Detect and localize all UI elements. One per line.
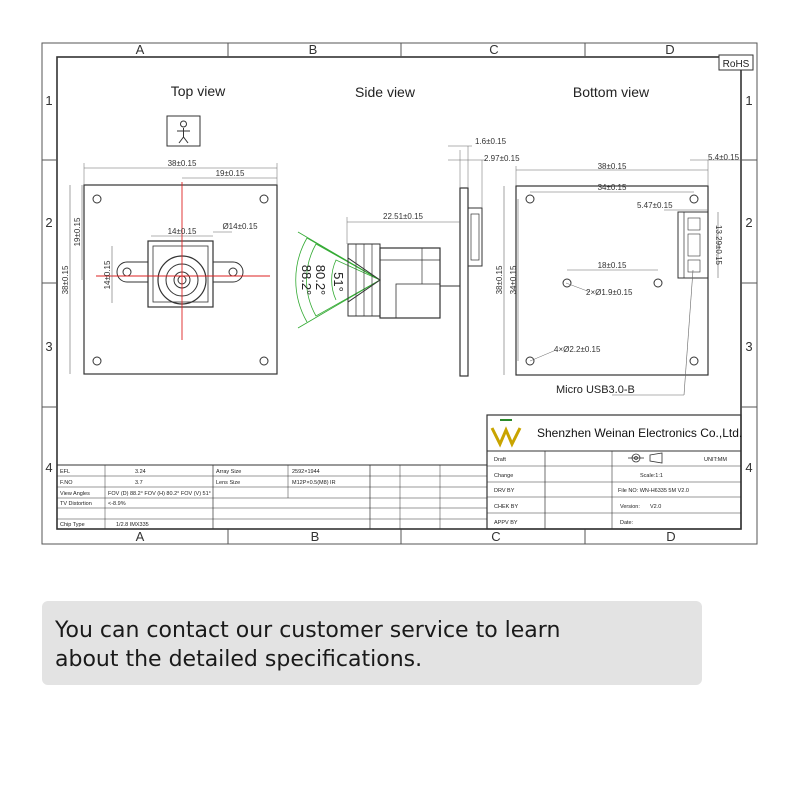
technical-drawing: A B C D A B C D 1 2 3 4 1 2 3 4 RoHS Top…	[41, 42, 758, 545]
spec-efl-key: EFL	[60, 469, 70, 475]
bottom-pcb-outline	[515, 185, 709, 376]
spec-tv-distortion-key: TV Distortion	[60, 501, 92, 507]
bottom-dim-width: 38±0.15	[598, 162, 627, 171]
title-row-appv: APPV BY	[494, 520, 518, 526]
top-view-title: Top view	[171, 83, 226, 99]
row-label-1-right: 1	[745, 93, 752, 108]
col-label-c-bottom: C	[491, 529, 500, 544]
row-label-3-right: 3	[745, 339, 752, 354]
side-dim-pcb-thickness: 1.6±0.15	[475, 137, 507, 146]
spec-chip-type-key: Chip Type	[60, 522, 85, 528]
top-dim-lens-width: 14±0.15	[168, 227, 197, 236]
side-holder-body	[379, 247, 441, 319]
bottom-dim-edge: 5.4±0.15	[708, 153, 740, 162]
spec-array-size-value: 2592×1944	[292, 469, 320, 475]
company-name: Shenzhen Weinan Electronics Co.,Ltd.	[537, 426, 742, 440]
projection-symbol	[628, 452, 663, 464]
bottom-dim-connector-length: 13.29±0.15	[714, 225, 723, 266]
spec-tv-distortion-value: <-8.9%	[108, 501, 126, 507]
col-label-b-bottom: B	[311, 529, 320, 544]
top-view: 38±0.15 19±0.15 14±0.15 Ø14±0.15 38±0.15…	[61, 115, 278, 375]
col-label-c-top: C	[489, 42, 498, 57]
file-no-label: File NO: WN-H6335 5M V2.0	[618, 488, 689, 494]
contact-banner: You can contact our customer service to …	[42, 601, 702, 685]
bottom-dim-hole-span: 34±0.15	[598, 183, 627, 192]
date-label: Date:	[620, 520, 634, 526]
spec-chip-type-value: 1/2.8 IMX335	[116, 522, 149, 528]
side-usb-connector	[467, 207, 483, 267]
top-dim-half-height: 19±0.15	[73, 217, 82, 246]
title-row-change: Change	[494, 473, 513, 479]
lens-holder	[147, 240, 214, 308]
spec-fno-key: F.NO	[60, 480, 73, 486]
spec-view-angles-key: View Angles	[60, 491, 90, 497]
scale-label: Scale:1:1	[640, 473, 663, 479]
rohs-label: RoHS	[723, 59, 750, 70]
side-angle-1: 51°	[331, 272, 346, 292]
col-label-d-bottom: D	[666, 529, 675, 544]
row-label-1-left: 1	[45, 93, 52, 108]
top-dim-half-width: 19±0.15	[216, 169, 245, 178]
version-label: Version:	[620, 504, 640, 510]
bottom-usb-connector	[677, 211, 709, 279]
title-row-chek: CHEK BY	[494, 504, 518, 510]
bottom-dim-connector-offset: 5.47±0.15	[637, 201, 673, 210]
row-label-2-right: 2	[745, 215, 752, 230]
col-label-d-top: D	[665, 42, 674, 57]
bottom-connector-label: Micro USB3.0-B	[556, 384, 635, 396]
spec-fno-value: 3.7	[135, 480, 143, 486]
person-icon	[177, 120, 190, 144]
bottom-dim-small-hole-span: 18±0.15	[598, 261, 627, 270]
spec-efl-value: 3.24	[135, 469, 146, 475]
side-pcb	[459, 187, 469, 377]
spec-lens-size-key: Lens Size	[216, 480, 240, 486]
orientation-symbol	[166, 115, 201, 147]
spec-table-grid	[56, 464, 488, 530]
rohs-box	[718, 54, 754, 71]
top-dim-lens-dia: Ø14±0.15	[222, 222, 258, 231]
top-dim-lens-height: 14±0.15	[103, 260, 112, 289]
banner-line-2: about the detailed specifications.	[55, 647, 423, 672]
company-logo	[490, 419, 522, 448]
col-label-a-bottom: A	[136, 529, 145, 544]
bottom-view-title: Bottom view	[573, 84, 650, 100]
unit-label: UNIT:MM	[704, 457, 727, 463]
side-angle-3: 88.2°	[299, 265, 314, 296]
row-label-2-left: 2	[45, 215, 52, 230]
outer-frame	[41, 42, 758, 545]
bottom-view: 38±0.15 5.4±0.15 34±0.15 5.47±0.15 13.29…	[495, 153, 740, 396]
side-dim-length: 22.51±0.15	[383, 212, 424, 221]
col-label-b-top: B	[309, 42, 318, 57]
side-view: 51° 80.2° 88.2° 1.6±0.15 2.97±0.15 22.51…	[295, 137, 520, 377]
bottom-dim-small-holes: 2×Ø1.9±0.15	[586, 288, 633, 297]
version-value: V2.0	[650, 504, 661, 510]
banner-line-1: You can contact our customer service to …	[55, 618, 561, 643]
top-dim-height: 38±0.15	[61, 265, 70, 294]
side-dim-connector: 2.97±0.15	[484, 154, 520, 163]
row-label-3-left: 3	[45, 339, 52, 354]
side-view-title: Side view	[355, 84, 416, 100]
bottom-dim-hole-span-v: 34±0.15	[509, 265, 518, 294]
top-dim-width: 38±0.15	[168, 159, 197, 168]
bottom-dim-height: 38±0.15	[495, 265, 504, 294]
top-pcb-outline	[83, 184, 278, 375]
title-row-draft: Draft	[494, 457, 506, 463]
row-label-4-left: 4	[45, 460, 52, 475]
title-row-drv: DRV BY	[494, 488, 515, 494]
spec-lens-size-value: M12P×0.5(M8) IR	[292, 480, 336, 486]
row-label-4-right: 4	[745, 460, 752, 475]
bottom-dim-mount-holes: 4×Ø2.2±0.15	[554, 345, 601, 354]
spec-view-angles-value: FOV (D) 88.2° FOV (H) 80.2° FOV (V) 51°	[108, 491, 211, 497]
col-label-a-top: A	[136, 42, 145, 57]
side-angle-2: 80.2°	[313, 265, 328, 296]
spec-array-size-key: Array Size	[216, 469, 241, 475]
